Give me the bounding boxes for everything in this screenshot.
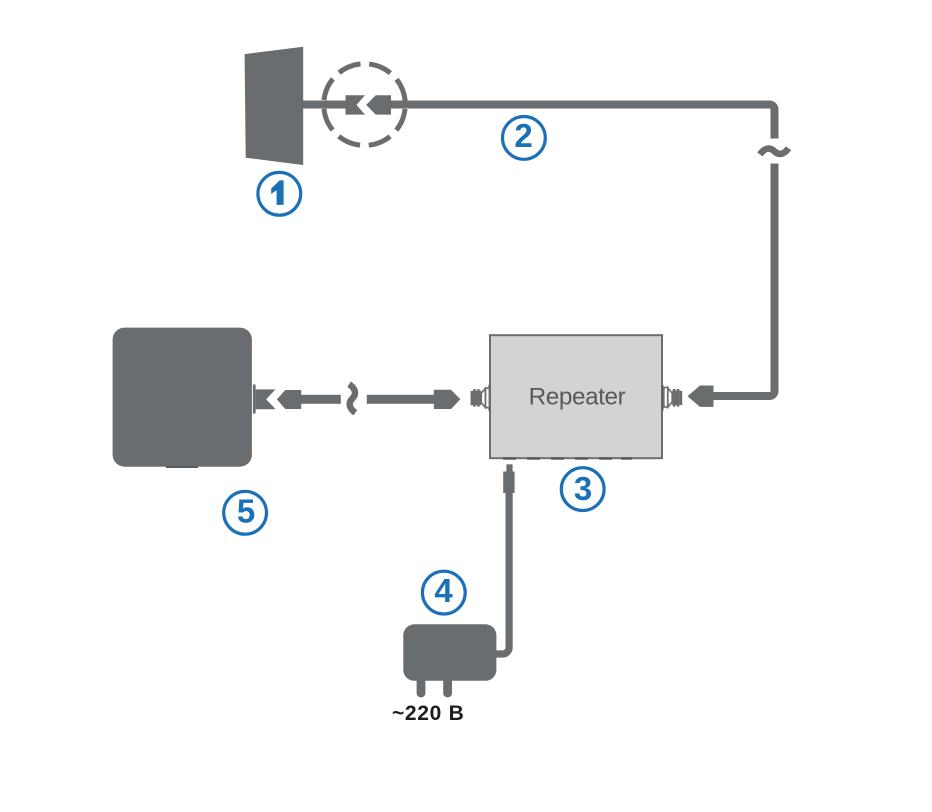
svg-text:5: 5 <box>237 493 255 530</box>
svg-text:Repeater: Repeater <box>529 384 626 411</box>
svg-text:3: 3 <box>574 470 592 507</box>
svg-text:2: 2 <box>514 117 532 154</box>
svg-text:~220 В: ~220 В <box>392 702 465 725</box>
svg-text:4: 4 <box>434 572 453 609</box>
